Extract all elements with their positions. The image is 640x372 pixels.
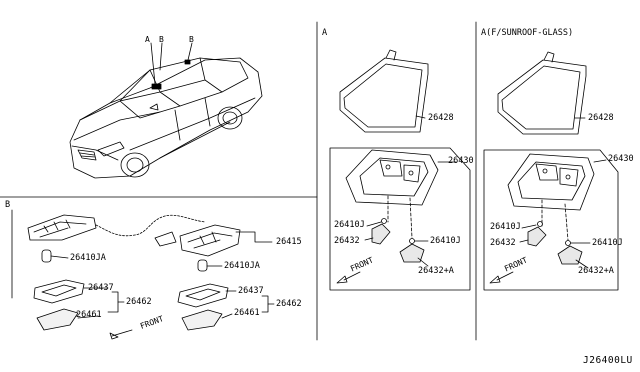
car-callout-b-1: B [159,35,164,44]
section-a-sunroof-title: A(F/SUNROOF-GLASS) [481,28,574,38]
part-label-26437-right: 26437 [238,286,264,296]
car-callout-b-2: B [189,35,194,44]
part-label-26432a-a: 26432+A [418,266,454,276]
part-label-26432-a: 26432 [334,236,360,246]
diagram-reference-code: J26400LU [583,355,633,366]
part-label-26410j-a-left: 26410J [334,220,365,230]
part-label-26410ja-right: 26410JA [224,261,260,271]
part-label-26410j-a2-left: 26410J [490,222,521,232]
part-label-26461-right: 26461 [234,308,260,318]
section-a-parts [329,49,471,291]
part-label-26410j-a-right: 26410J [430,236,461,246]
part-label-26415: 26415 [276,237,302,247]
section-a-sunroof-parts [483,51,619,291]
part-label-26410j-a2-right: 26410J [592,238,623,248]
part-label-26430-a: 26430 [448,156,474,166]
part-label-26410ja-left: 26410JA [70,253,106,263]
section-b-title: B [5,200,11,210]
car-callout-a: A [145,35,150,44]
part-label-26437-left: 26437 [88,283,114,293]
part-label-26428-a2: 26428 [588,113,614,123]
panel-dividers [0,21,477,341]
part-label-26432a-a2: 26432+A [578,266,614,276]
part-label-26430-a2: 26430 [608,154,634,164]
part-label-26462-left: 26462 [126,297,152,307]
part-label-26428-a: 26428 [428,113,454,123]
part-label-26461-left: 26461 [76,310,102,320]
part-label-26432-a2: 26432 [490,238,516,248]
car-illustration [69,42,263,179]
section-b-parts [11,209,275,340]
part-label-26462-right: 26462 [276,299,302,309]
section-a-title: A [322,28,328,38]
